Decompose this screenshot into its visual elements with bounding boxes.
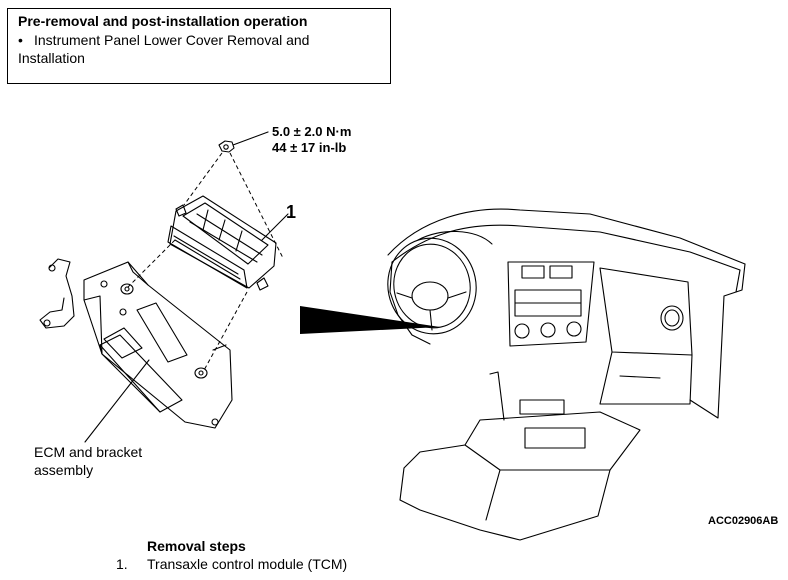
pre-removal-item-text: Instrument Panel Lower Cover Removal and… (18, 32, 310, 66)
ecm-label-line1: ECM and bracket (34, 444, 143, 460)
removal-steps: Removal steps 1. Transaxle control module… (116, 537, 347, 573)
removal-steps-title: Removal steps (147, 538, 246, 554)
step-text: Transaxle control module (TCM) (147, 556, 348, 572)
ecm-label: ECM and bracket assembly (34, 443, 164, 479)
nut-icon (218, 131, 269, 153)
instrument-panel (387, 208, 746, 541)
step-number: 1. (116, 556, 128, 572)
torque-metric: 5.0 ± 2.0 N·m (272, 124, 352, 139)
bullet-icon: • (18, 32, 23, 48)
callout-number: 1 (286, 202, 297, 222)
pre-removal-box: Pre-removal and post-installation operat… (7, 8, 391, 84)
pre-removal-item: •Instrument Panel Lower Cover Removal an… (18, 31, 380, 67)
torque-spec: 5.0 ± 2.0 N·m 44 ± 17 in-lb (272, 124, 351, 156)
tcm-module (167, 195, 277, 291)
ecm-label-line2: assembly (34, 462, 94, 478)
pointer-wedge (300, 306, 440, 334)
torque-imperial: 44 ± 17 in-lb (272, 140, 347, 155)
pre-removal-title: Pre-removal and post-installation operat… (18, 13, 308, 29)
figure-code: ACC02906AB (708, 515, 779, 527)
ecm-bracket (39, 258, 233, 429)
removal-step: 1. Transaxle control module (TCM) (116, 555, 347, 573)
